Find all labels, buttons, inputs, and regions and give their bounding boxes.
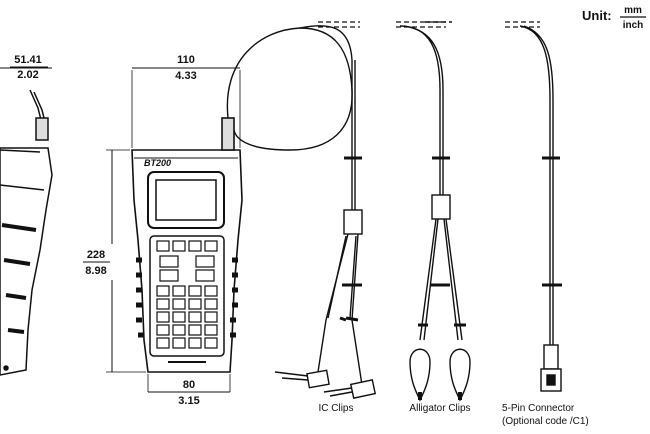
side-view [0,67,53,376]
cables [226,21,562,345]
unit-denominator: inch [623,20,644,31]
bottom-width-dimension: 80 3.15 [147,374,231,407]
front-view [131,70,243,373]
height-inch: 8.98 [85,265,106,277]
height-mm: 228 [87,249,105,261]
width-dimension: 110 4.33 [132,54,240,82]
height-dimension: 228 8.98 [83,149,146,373]
unit-numerator: mm [624,5,642,16]
alligator-clips-label: Alligator Clips [409,403,470,414]
ic-clips-label: IC Clips [318,403,353,414]
unit-label: Unit: [582,8,612,23]
unit-legend: Unit: mm inch [582,5,646,31]
depth-inch: 2.02 [17,69,38,81]
five-pin-connector-sublabel: (Optional code /C1) [502,416,589,427]
depth-dimension: 51.41 2.02 [10,54,48,81]
five-pin-connector-label: 5-Pin Connector [502,403,575,414]
width-mm: 110 [177,54,195,66]
width-inch: 4.33 [175,70,196,82]
alligator-clips [409,194,471,402]
bottom-width-inch: 3.15 [178,395,199,407]
model-label: BT200 [144,158,171,168]
five-pin-connector [540,344,562,392]
depth-mm: 51.41 [14,54,42,66]
ic-clips [274,209,377,399]
bottom-width-mm: 80 [183,379,195,391]
